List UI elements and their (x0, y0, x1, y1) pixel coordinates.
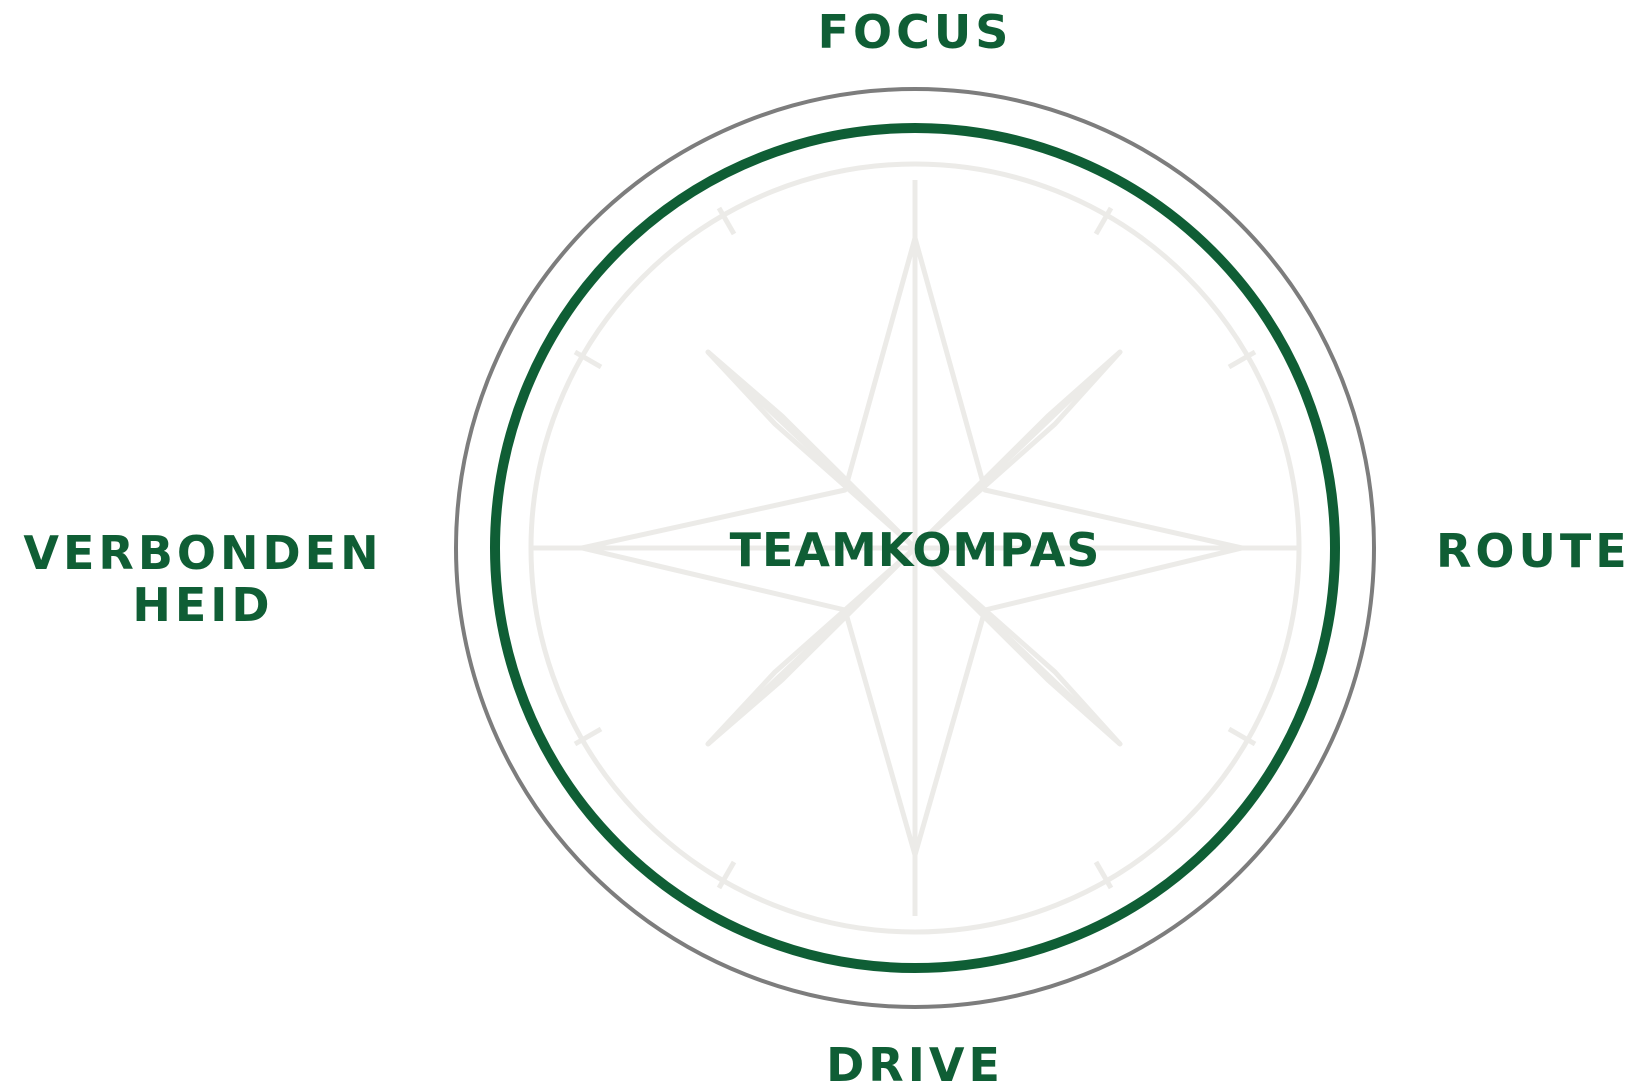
inner-dial-ring (528, 161, 1302, 935)
center-title: TEAMKOMPAS (729, 523, 1101, 577)
label-route: ROUTE (1436, 524, 1631, 578)
compass-rose-icon (528, 161, 1302, 935)
green-ring (490, 123, 1340, 973)
intercardinal-points (705, 349, 1123, 747)
label-drive: DRIVE (826, 1038, 1004, 1092)
label-verbondenheid-line1: VERBONDEN (23, 526, 383, 580)
label-verbondenheid-line2: HEID (132, 578, 274, 632)
cardinal-star (579, 235, 1245, 858)
label-verbondenheid: VERBONDEN HEID (23, 527, 382, 631)
label-focus: FOCUS (817, 5, 1013, 59)
outer-ring (454, 87, 1376, 1009)
dial-ticks (573, 206, 1257, 890)
